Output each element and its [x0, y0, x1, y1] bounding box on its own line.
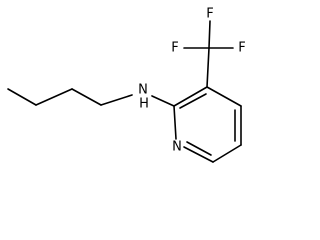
- fluorine-right-label: F: [238, 41, 245, 56]
- ring-nitrogen-label: N: [172, 140, 182, 155]
- bond-c3-cf3: [206, 47, 210, 88]
- bond-butyl-4: [100, 94, 133, 106]
- bond-c6-n1-double: [186, 141, 212, 156]
- bond-c2-c3-double: [179, 93, 207, 109]
- bond-c5-c6: [212, 144, 242, 163]
- amine-hydrogen-label: H: [139, 97, 149, 112]
- bond-c3-c4: [206, 86, 242, 107]
- trifluoromethyl-group: [183, 20, 234, 88]
- fluorine-top-label: F: [206, 7, 213, 22]
- amine-nitrogen-label: N: [138, 83, 148, 98]
- pyridine-ring: [173, 86, 242, 163]
- bond-butyl-3: [71, 88, 102, 106]
- bond-butyl-1: [7, 88, 37, 106]
- bond-butyl-2: [35, 88, 73, 106]
- butyl-chain: [7, 88, 133, 106]
- bond-c-f-top: [208, 20, 211, 49]
- amine-linker: [151, 95, 175, 107]
- chemical-structure-diagram: N H N F F F: [7, 7, 246, 163]
- atom-labels: N H N F F F: [138, 7, 246, 155]
- bond-nh-to-ring: [151, 95, 175, 107]
- bond-n1-c2: [173, 105, 177, 140]
- fluorine-left-label: F: [171, 41, 178, 56]
- bond-c2-c3: [173, 86, 208, 107]
- bond-c6-n1: [183, 146, 214, 163]
